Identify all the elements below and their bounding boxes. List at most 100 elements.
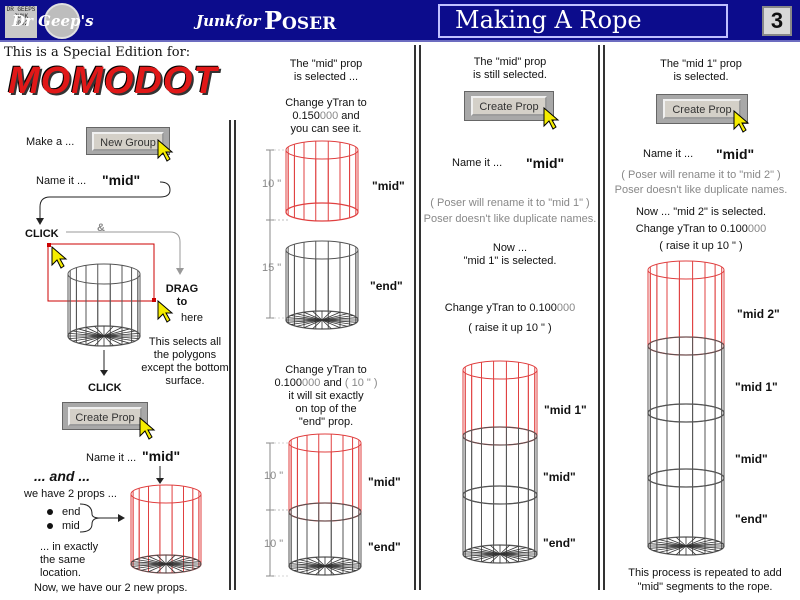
label-end: "end" — [370, 279, 403, 293]
label-mid: "mid" — [543, 470, 576, 484]
arrow-head — [118, 514, 125, 522]
bottom-spoke — [490, 545, 501, 555]
create-prop-button[interactable]: Create Prop — [471, 96, 547, 116]
bottom-spoke — [324, 565, 344, 575]
bottom-spoke — [312, 319, 323, 329]
bottom-spoke — [72, 335, 105, 342]
brand-for: for — [236, 12, 261, 30]
selection-handle — [47, 243, 51, 247]
bottom-spoke — [321, 311, 341, 321]
bottom-spoke — [324, 559, 351, 567]
create-prop-button[interactable]: Create Prop — [68, 407, 142, 426]
bottom-spoke — [287, 317, 323, 321]
name-value: "mid" — [142, 448, 181, 464]
bottom-spoke — [165, 555, 184, 565]
col2-change-2: Change yTran to 0.100000 and ( 10 " ) it… — [236, 364, 416, 429]
value-main: Change yTran to 0.100 — [444, 302, 557, 314]
bottom-spoke — [321, 319, 354, 325]
value-main: Change yTran to 0.100 — [635, 223, 748, 235]
bottom-spoke — [156, 555, 167, 565]
value-and: and — [320, 377, 345, 389]
bottom-spoke — [685, 545, 713, 553]
label-mid: "mid" — [372, 179, 405, 193]
still-line-b: is still selected. — [473, 69, 547, 81]
bottom-spoke — [653, 541, 687, 547]
column-divider — [598, 45, 600, 590]
change-text: Change yTran to — [285, 364, 367, 376]
value-grey: 000 — [747, 223, 767, 235]
bottom-spoke — [299, 559, 326, 567]
bottom-spoke — [464, 551, 501, 555]
bottom-spoke — [481, 553, 501, 563]
bottom-spoke — [649, 543, 687, 547]
cursor-icon — [733, 109, 750, 133]
change-text: Change yTran to — [285, 97, 367, 109]
bottom-spoke — [321, 311, 332, 321]
name-value: "mid" — [102, 172, 141, 188]
bottom-spoke — [103, 326, 114, 337]
bottom-spoke — [685, 537, 697, 547]
label-end: "end" — [368, 540, 401, 554]
bottom-spoke — [499, 551, 536, 555]
here-label: here — [180, 312, 204, 324]
bottom-spoke — [290, 563, 326, 567]
value-tail: and — [338, 110, 360, 122]
value-grey: 000 — [556, 302, 576, 314]
cylinder-ring — [285, 202, 359, 222]
bottom-spoke — [85, 335, 105, 346]
column-divider — [603, 45, 605, 590]
raise-text: ( raise it up 10 " ) — [468, 322, 552, 334]
bottom-spoke — [103, 335, 123, 346]
name-value: "mid" — [716, 146, 755, 162]
bottom-spoke — [290, 315, 323, 321]
mid-item: mid — [62, 520, 80, 532]
create-prop-frame: Create Prop — [464, 91, 554, 121]
flow-arrow — [39, 181, 171, 220]
bottom-spoke — [499, 553, 519, 563]
selection-handle — [152, 298, 156, 302]
bottom-spoke — [490, 553, 501, 563]
sit-line-a: it will sit exactly — [288, 390, 364, 402]
bottom-spoke — [499, 545, 519, 555]
bottom-spoke — [296, 319, 323, 327]
dim-10c: 10 " — [264, 538, 284, 550]
logo-text: DR GEEPS JUNK 2002 — [6, 6, 36, 27]
brand-product: Poser — [264, 6, 337, 35]
drag-arrow — [169, 231, 181, 270]
cylinder-ring — [288, 433, 362, 453]
selects-note: This selects all the polygons except the… — [141, 336, 229, 387]
create-prop-button[interactable]: Create Prop — [663, 99, 741, 119]
sit-line-c: "end" prop. — [298, 416, 354, 428]
bottom-spoke — [148, 555, 167, 565]
rename-text: ( Poser will rename it to "mid 1" ) — [430, 197, 590, 209]
bottom-spoke — [78, 328, 105, 337]
still-line-a: The "mid" prop — [473, 56, 547, 68]
edition-text: This is a Special Edition for: — [4, 45, 191, 60]
dim-10: 10 " — [262, 178, 282, 190]
sit-line-b: on top of the — [295, 403, 357, 415]
bottom-spoke — [69, 333, 105, 337]
new-group-button[interactable]: New Group — [92, 132, 164, 151]
cursor-icon — [157, 299, 174, 323]
bottom-spoke — [315, 557, 326, 567]
label-end: "end" — [735, 512, 768, 526]
cylinder-ring — [647, 403, 725, 423]
bottom-spoke — [659, 539, 687, 547]
cylinder-ring — [462, 426, 538, 446]
bottom-spoke — [165, 559, 197, 565]
bottom-spoke — [324, 565, 335, 575]
bottom-spoke — [685, 545, 723, 549]
bottom-spoke — [156, 563, 167, 573]
now-line-a: Now ... — [492, 242, 528, 254]
end-item: end — [62, 506, 81, 518]
logo-badge: DR GEEPS JUNK 2002 — [5, 6, 37, 38]
col4-change: Change yTran to 0.100000 — [606, 223, 796, 235]
new-group-frame: New Group — [86, 127, 170, 155]
title-box — [438, 4, 728, 38]
bottom-spoke — [69, 335, 105, 339]
bottom-spoke — [499, 547, 527, 555]
bottom-spoke — [103, 335, 139, 339]
cylinder-ring — [462, 360, 538, 380]
bottom-spoke — [165, 557, 191, 565]
